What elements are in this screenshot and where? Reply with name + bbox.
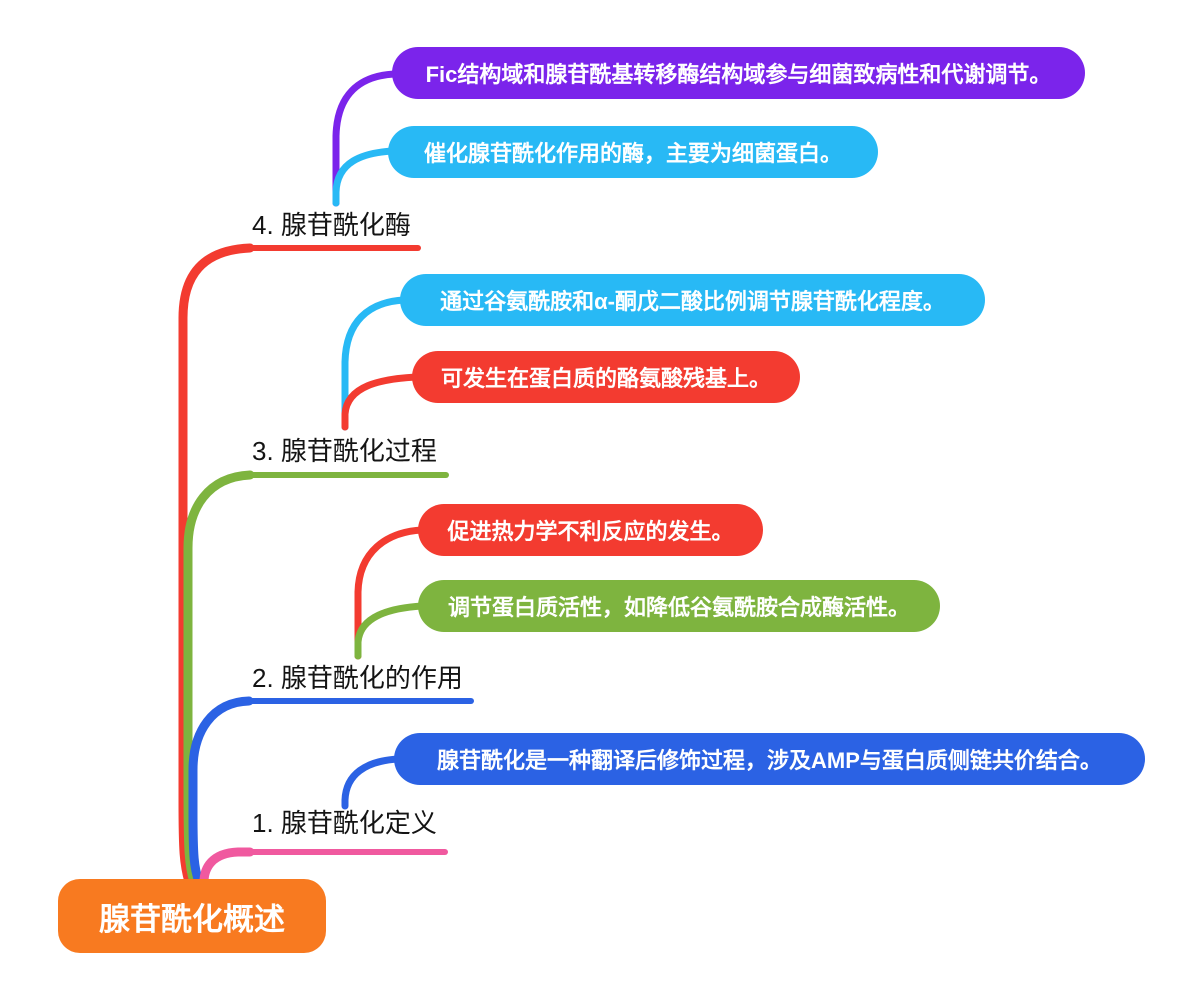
branch-1-label[interactable]: 1. 腺苷酰化定义	[252, 808, 437, 838]
branch-4-child-2[interactable]: 催化腺苷酰化作用的酶，主要为细菌蛋白。	[388, 126, 878, 178]
branch-4-trunk-connector	[178, 243, 255, 887]
branch-2-child-1[interactable]: 促进热力学不利反应的发生。	[418, 504, 763, 556]
branch-2-label[interactable]: 2. 腺苷酰化的作用	[252, 663, 463, 693]
branch-4-child-2-connector	[332, 147, 396, 207]
branch-1-child-1-connector	[341, 755, 402, 810]
branch-4-label[interactable]: 4. 腺苷酰化酶	[252, 210, 411, 240]
branch-4-child-1-connector	[332, 70, 398, 207]
branch-3-child-2-connector	[341, 373, 420, 431]
branch-3-child-1-connector	[341, 296, 408, 431]
branch-2-child-2-connector	[354, 602, 426, 660]
branch-3-trunk-connector	[183, 470, 255, 887]
branch-1-child-1[interactable]: 腺苷酰化是一种翻译后修饰过程，涉及AMP与蛋白质侧链共价结合。	[394, 733, 1145, 785]
branch-3-child-2[interactable]: 可发生在蛋白质的酪氨酸残基上。	[412, 351, 800, 403]
root-topic[interactable]: 腺苷酰化概述	[58, 879, 326, 953]
branch-3-label[interactable]: 3. 腺苷酰化过程	[252, 436, 437, 466]
branch-2-child-1-connector	[354, 526, 426, 660]
branch-3-child-1[interactable]: 通过谷氨酰胺和α-酮戊二酸比例调节腺苷酰化程度。	[400, 274, 985, 326]
branch-1-trunk-connector	[199, 847, 255, 887]
branch-2-trunk-connector	[188, 696, 254, 887]
branch-4-child-1[interactable]: Fic结构域和腺苷酰基转移酶结构域参与细菌致病性和代谢调节。	[392, 47, 1085, 99]
branch-2-child-2[interactable]: 调节蛋白质活性，如降低谷氨酰胺合成酶活性。	[418, 580, 940, 632]
